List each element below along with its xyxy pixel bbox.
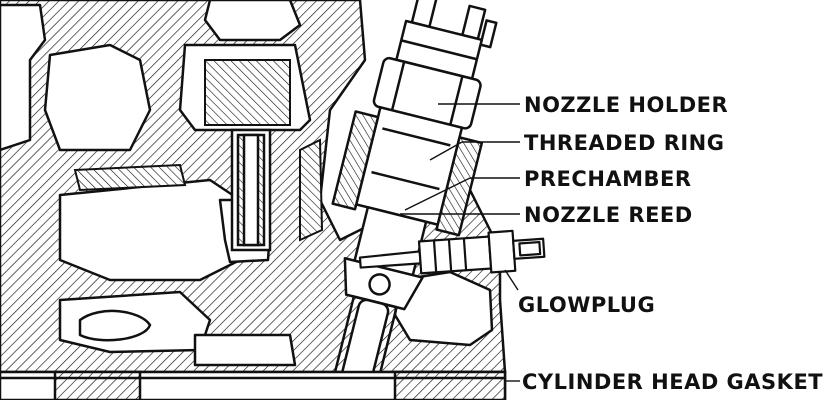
glowplug-body — [417, 235, 493, 275]
upper-left-cavity — [43, 43, 152, 152]
valve-guide — [230, 128, 272, 252]
water-jacket-bottom — [193, 333, 297, 367]
leader-threaded-ring — [429, 141, 463, 161]
fuel-fitting-right — [461, 4, 487, 41]
cylinder-head-gasket-area — [0, 370, 507, 400]
leader-lines — [400, 103, 520, 382]
glowplug — [358, 229, 546, 275]
label-nozzle-reed: NOZZLE REED — [524, 203, 693, 227]
label-cylinder-head-gasket: CYLINDER HEAD GASKET — [522, 370, 823, 394]
glowplug-hex — [487, 229, 517, 274]
threaded-ring-left — [331, 110, 380, 211]
labels: NOZZLE HOLDER THREADED RING PRECHAMBER N… — [518, 93, 823, 394]
hatched-details — [73, 59, 324, 242]
left-outer-cavity — [0, 3, 47, 152]
leader-glowplug — [504, 269, 519, 291]
label-prechamber: PRECHAMBER — [524, 167, 692, 191]
right-cavity — [393, 270, 494, 347]
lower-left-cavity — [58, 178, 252, 282]
label-threaded-ring: THREADED RING — [524, 131, 724, 155]
fuel-pipe-right — [479, 19, 498, 49]
leader-prechamber — [404, 177, 471, 211]
top-center-cavity — [203, 0, 302, 42]
label-nozzle-holder: NOZZLE HOLDER — [524, 93, 728, 117]
label-glowplug: GLOWPLUG — [518, 293, 655, 317]
small-passage — [78, 309, 152, 342]
threaded-ring-right — [435, 136, 484, 237]
